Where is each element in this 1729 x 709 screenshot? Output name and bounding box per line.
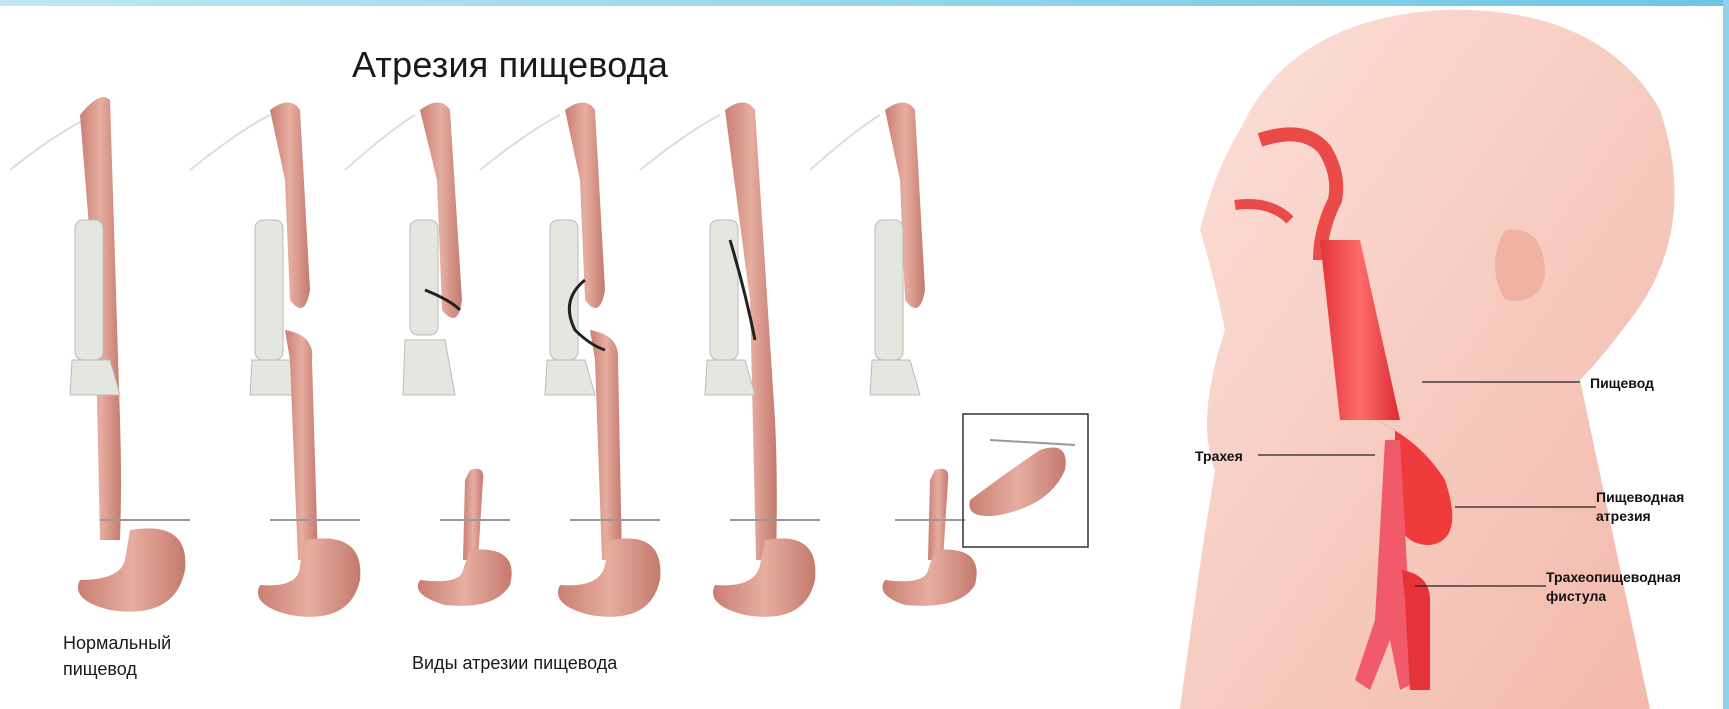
panel-normal-esophagus bbox=[10, 97, 190, 612]
label-tracheoesophageal-fistula: Трахеопищеводная фистула bbox=[1546, 568, 1681, 606]
label-esophagus: Пищевод bbox=[1590, 374, 1654, 393]
panel-atresia-type-a bbox=[190, 103, 360, 617]
diagram-title: Атрезия пищевода bbox=[352, 44, 668, 86]
caption-normal-esophagus: Нормальный пищевод bbox=[63, 630, 171, 682]
caption-atresia-types: Виды атрезии пищевода bbox=[412, 650, 617, 676]
label-esophageal-atresia: Пищеводная атрезия bbox=[1596, 488, 1684, 526]
panel-atresia-type-d bbox=[640, 103, 820, 617]
label-trachea: Трахея bbox=[1195, 447, 1243, 466]
panel-atresia-type-e bbox=[810, 103, 1088, 606]
panel-atresia-type-b bbox=[345, 103, 512, 606]
panel-atresia-type-c bbox=[480, 103, 660, 617]
